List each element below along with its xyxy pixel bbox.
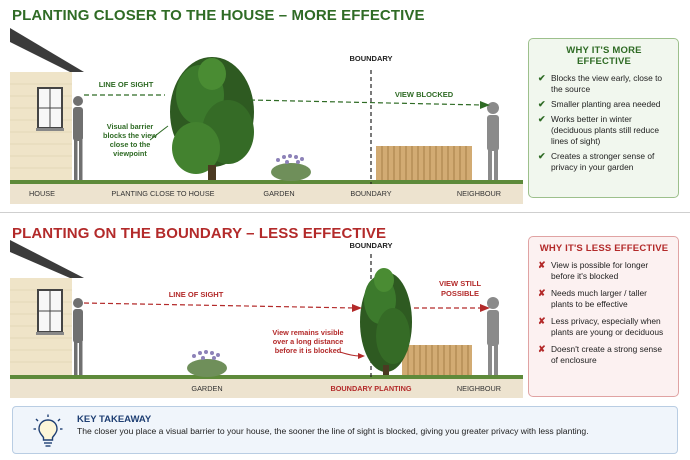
bottom-ground-label-neighbour: NEIGHBOUR [457,384,501,393]
bottom-view-still-label-1: VIEW STILL [439,279,482,288]
top-house-person [73,96,83,180]
top-reasons-list: ✔ Blocks the view early, close to the sou… [538,73,670,173]
top-boundary-label: BOUNDARY [349,54,392,63]
top-reason-text: Works better in winter (deciduous plants… [551,114,660,146]
bottom-reason-text: Needs much larger / taller plants to be … [551,288,647,309]
bottom-sight-arrow-1 [352,304,362,312]
top-ground [10,180,523,184]
check-icon: ✔ [538,73,546,83]
top-barrier-note-arrow [149,125,169,141]
top-ground-label-neighbour: NEIGHBOUR [457,189,501,198]
takeaway-heading: KEY TAKEAWAY [77,414,152,425]
bottom-remains-note-3: before it is blocked [275,346,342,355]
bottom-remains-note-arrow [339,351,361,357]
bottom-reason-text: View is possible for longer before it's … [551,260,649,281]
top-reason-item: ✔ Blocks the view early, close to the sou… [538,73,670,95]
top-barrier-note-3: close to the [110,140,151,149]
bottom-reason-item: ✘ View is possible for longer before it's… [538,260,670,282]
top-house [10,28,84,180]
top-scene: BOUNDARY LINE OF SIGHT VIEW BLOCKED Visu… [10,28,523,204]
bottom-reason-text: Less privacy, especially when plants are… [551,316,664,337]
bottom-remains-note-1: View remains visible [272,328,343,337]
top-barrier-note-1: Visual barrier [107,122,154,131]
bottom-boundary-shrub [360,268,412,375]
bottom-reasons-list: ✘ View is possible for longer before it's… [538,260,670,366]
top-reasons-panel: WHY IT'S MORE EFFECTIVE ✔ Blocks the view… [528,38,679,198]
check-icon: ✔ [538,99,546,109]
bottom-line-of-sight-label: LINE OF SIGHT [169,290,224,299]
bottom-lavender [187,350,227,377]
bottom-reason-item: ✘ Needs much larger / taller plants to be… [538,288,670,310]
top-reason-item: ✔ Smaller planting area needed [538,99,670,110]
check-icon: ✔ [538,151,546,161]
bottom-remains-arrowhead [358,353,365,359]
bottom-neighbour-person [487,297,499,375]
top-reason-item: ✔ Works better in winter (deciduous plant… [538,114,670,147]
bottom-title: PLANTING ON THE BOUNDARY – LESS EFFECTIV… [12,225,387,242]
top-barrier-note-4: viewpoint [113,149,147,158]
bottom-sight-arrow-2 [480,304,490,312]
top-barrier-note-2: blocks the view [103,131,157,140]
cross-icon: ✘ [538,344,546,354]
top-line-of-sight-label: LINE OF SIGHT [99,80,154,89]
top-panel-title: WHY IT'S MORE EFFECTIVE [566,45,642,67]
bottom-remains-note-2: over a long distance [273,337,344,346]
top-sight-line-2 [249,99,483,106]
bottom-reason-item: ✘ Doesn't create a strong sense of enclos… [538,344,670,366]
top-ground-label-boundary: BOUNDARY [350,189,391,198]
bottom-ground [10,375,523,379]
top-reason-text: Creates a stronger sense of privacy in y… [551,151,655,172]
bottom-ground-soil [10,379,523,398]
bottom-house [10,240,84,375]
key-takeaway-box: KEY TAKEAWAY The closer you place a visu… [12,406,678,454]
lightbulb-icon [33,414,63,447]
bottom-scene: BOUNDARY LINE OF SIGHT VIEW STILL POSSIB… [10,240,523,398]
section-divider [0,212,690,213]
takeaway-text: The closer you place a visual barrier to… [77,426,589,436]
bottom-reason-text: Doesn't create a strong sense of enclosu… [551,344,663,365]
top-lavender [271,154,311,181]
bottom-view-still-label-2: POSSIBLE [441,289,479,298]
bottom-fence [402,345,472,375]
top-ground-label-house: HOUSE [29,189,55,198]
top-ground-label-garden: GARDEN [263,189,294,198]
cross-icon: ✘ [538,260,546,270]
top-reason-text: Smaller planting area needed [551,99,661,109]
bottom-panel-title: WHY IT'S LESS EFFECTIVE [539,243,669,254]
check-icon: ✔ [538,114,546,124]
top-fence [376,146,472,180]
bottom-reason-item: ✘ Less privacy, especially when plants ar… [538,316,670,338]
top-view-blocked-label: VIEW BLOCKED [395,90,454,99]
cross-icon: ✘ [538,288,546,298]
top-reason-text: Blocks the view early, close to the sour… [551,73,663,94]
top-sight-arrow [480,101,490,109]
bottom-ground-label-garden: GARDEN [191,384,222,393]
top-ground-label-planting: PLANTING CLOSE TO HOUSE [111,189,214,198]
bottom-boundary-label: BOUNDARY [349,241,392,250]
top-ground-soil [10,184,523,204]
bottom-reasons-panel: WHY IT'S LESS EFFECTIVE ✘ View is possibl… [528,236,679,397]
top-title: PLANTING CLOSER TO THE HOUSE – MORE EFFE… [12,7,425,24]
bottom-sight-line-1 [83,302,356,309]
cross-icon: ✘ [538,316,546,326]
bottom-house-person [73,298,83,375]
bottom-ground-label-boundary-planting: BOUNDARY PLANTING [330,384,411,393]
top-neighbour-person [487,102,499,180]
top-reason-item: ✔ Creates a stronger sense of privacy in … [538,151,670,173]
top-close-shrub [170,57,254,180]
